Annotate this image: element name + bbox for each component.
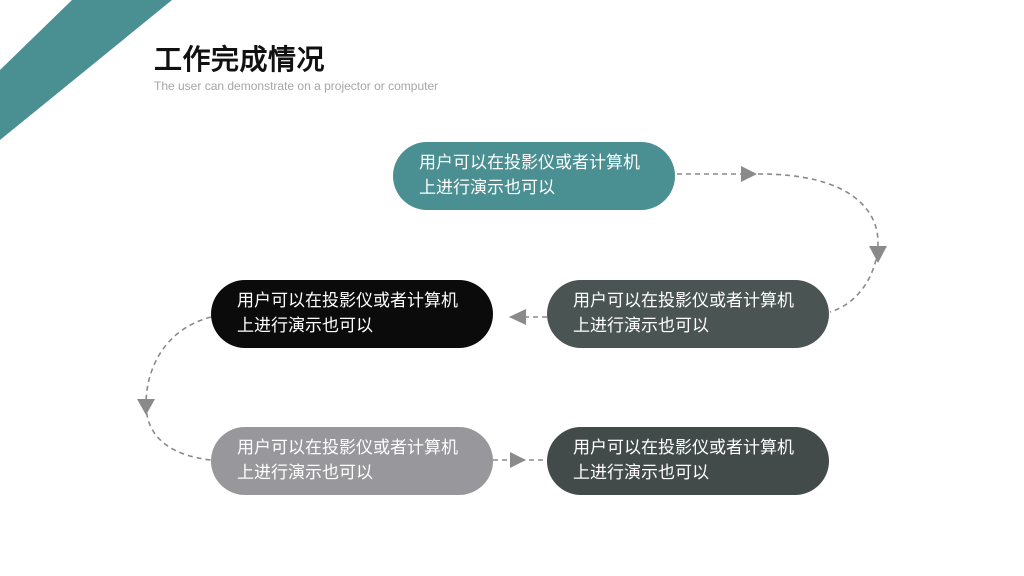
connector-step3-to-step4 bbox=[145, 316, 212, 461]
flow-step-1-line1: 用户可以在投影仪或者计算机 bbox=[419, 153, 640, 173]
flow-step-1-line2: 上进行演示也可以 bbox=[419, 178, 555, 198]
arrow-head-1 bbox=[741, 166, 757, 182]
flow-step-2: 用户可以在投影仪或者计算机 上进行演示也可以 bbox=[547, 280, 829, 348]
page-title: 工作完成情况 bbox=[154, 43, 326, 76]
flow-step-2-line2: 上进行演示也可以 bbox=[573, 316, 709, 336]
flow-step-3-line1: 用户可以在投影仪或者计算机 bbox=[237, 291, 458, 311]
arrow-head-3 bbox=[509, 309, 526, 325]
arrow-head-2 bbox=[869, 246, 887, 263]
flow-step-5-line2: 上进行演示也可以 bbox=[573, 463, 709, 483]
flow-step-3: 用户可以在投影仪或者计算机 上进行演示也可以 bbox=[211, 280, 493, 348]
arrow-head-4 bbox=[137, 399, 155, 415]
flow-step-5-line1: 用户可以在投影仪或者计算机 bbox=[573, 438, 794, 458]
page-subtitle: The user can demonstrate on a projector … bbox=[154, 79, 439, 93]
flow-step-3-line2: 上进行演示也可以 bbox=[237, 316, 373, 336]
flow-step-4-line1: 用户可以在投影仪或者计算机 bbox=[237, 438, 458, 458]
flow-step-1: 用户可以在投影仪或者计算机 上进行演示也可以 bbox=[393, 142, 675, 210]
flow-step-5: 用户可以在投影仪或者计算机 上进行演示也可以 bbox=[547, 427, 829, 495]
flow-step-4-line2: 上进行演示也可以 bbox=[237, 463, 373, 483]
flow-step-2-line1: 用户可以在投影仪或者计算机 bbox=[573, 291, 794, 311]
arrow-head-5 bbox=[510, 452, 526, 468]
connector-step1-to-step2 bbox=[677, 173, 879, 313]
flow-step-4: 用户可以在投影仪或者计算机 上进行演示也可以 bbox=[211, 427, 493, 495]
